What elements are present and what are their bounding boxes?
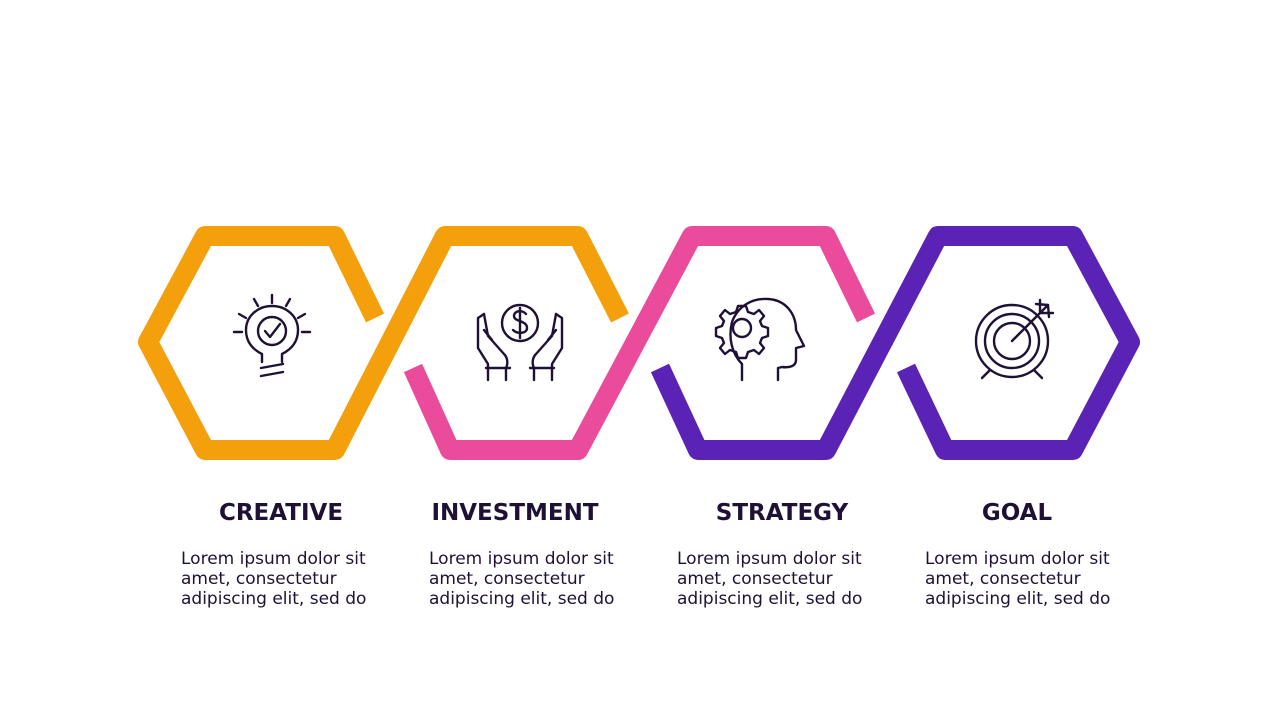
step-title-investment: INVESTMENT (431, 500, 599, 526)
head-gear-icon (714, 297, 806, 382)
hexagon-connector-pink (569, 231, 701, 455)
step-title-creative: CREATIVE (218, 500, 344, 526)
hexagon-connector-purple (817, 231, 947, 455)
hexagon-creative (138, 226, 629, 460)
step-description-creative: Lorem ipsum dolor sit amet, consectetur … (181, 549, 367, 609)
step-description-investment: Lorem ipsum dolor sit amet, consectetur … (429, 549, 615, 609)
hexagon-connector-orange (326, 231, 454, 455)
hexagon-strategy (650, 226, 1140, 460)
step-description-strategy: Lorem ipsum dolor sit amet, consectetur … (677, 549, 863, 609)
lightbulb-check-icon (232, 293, 312, 378)
step-description-goal: Lorem ipsum dolor sit amet, consectetur … (925, 549, 1111, 609)
step-title-goal: GOAL (981, 500, 1053, 526)
step-title-strategy: STRATEGY (715, 500, 849, 526)
target-arrow-icon (974, 298, 1055, 380)
hands-dollar-icon (476, 303, 564, 382)
